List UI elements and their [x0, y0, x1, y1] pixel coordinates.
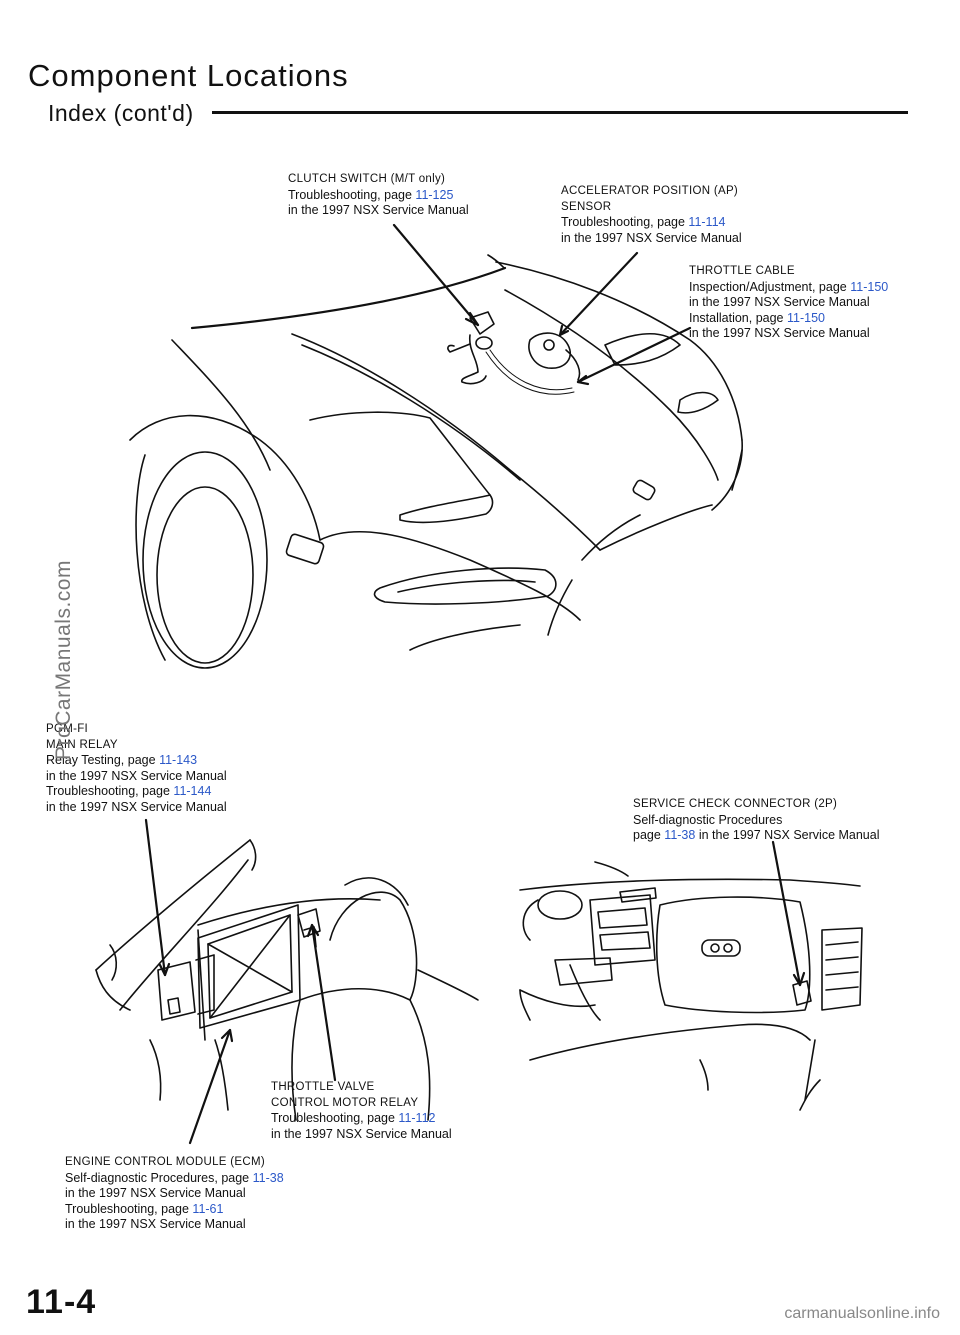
callout-text: Troubleshooting, page — [46, 784, 170, 798]
header-rule — [212, 111, 908, 114]
page-link-11-144[interactable]: 11-144 — [173, 784, 212, 798]
page-link-11-150[interactable]: 11-150 — [787, 310, 825, 325]
callout-text: in the 1997 NSX Service Manual — [689, 326, 870, 340]
callout-text: Relay Testing, page — [46, 753, 156, 767]
callout-text: Troubleshooting, page — [288, 187, 412, 202]
callout-text: Self-diagnostic Procedures, page — [65, 1170, 250, 1185]
watermark: ProCarManuals.com — [52, 560, 75, 760]
callout-pgm-fi-relay: PGM-FI MAIN RELAY Relay Testing, page 11… — [46, 722, 227, 815]
callout-clutch-switch: CLUTCH SWITCH (M/T only) Troubleshooting… — [288, 172, 469, 219]
page-link-11-125[interactable]: 11-125 — [415, 187, 454, 202]
page-link-11-143[interactable]: 11-143 — [159, 753, 198, 767]
callout-text: Troubleshooting, page — [561, 215, 685, 229]
callout-heading: THROTTLE VALVE — [271, 1081, 375, 1093]
callout-heading: CLUTCH SWITCH (M/T only) — [288, 173, 446, 185]
callout-text: in the 1997 NSX Service Manual — [271, 1126, 452, 1141]
page-link-11-38[interactable]: 11-38 — [664, 828, 696, 842]
page-title: Component Locations — [28, 58, 349, 93]
callout-heading: PGM-FI — [46, 723, 89, 735]
callout-text: in the 1997 NSX Service Manual — [561, 230, 742, 245]
callout-text: Self-diagnostic Procedures — [633, 812, 783, 827]
page-number: 11-4 — [26, 1283, 97, 1321]
callout-heading: THROTTLE CABLE — [689, 265, 795, 277]
callout-service-check-connector: SERVICE CHECK CONNECTOR (2P) Self-diagno… — [633, 797, 880, 844]
callout-text: in the 1997 NSX Service Manual — [46, 768, 227, 783]
page-link-11-150[interactable]: 11-150 — [850, 279, 889, 294]
callout-text: page — [633, 828, 661, 842]
callout-throttle-cable: THROTTLE CABLE Inspection/Adjustment, pa… — [689, 264, 888, 342]
callout-ecm: ENGINE CONTROL MODULE (ECM) Self-diagnos… — [65, 1155, 284, 1233]
callout-heading: SENSOR — [561, 200, 612, 213]
callout-throttle-valve-relay: THROTTLE VALVE CONTROL MOTOR RELAY Troub… — [271, 1080, 452, 1142]
callout-heading: SERVICE CHECK CONNECTOR (2P) — [633, 798, 838, 810]
car-front-drawing — [129, 223, 743, 669]
callout-heading: CONTROL MOTOR RELAY — [271, 1096, 419, 1109]
dashboard-right-drawing — [519, 840, 863, 1111]
callout-text: Installation, page — [689, 310, 784, 325]
interior-left-drawing — [95, 818, 479, 1145]
page-subtitle: Index (cont'd) — [48, 100, 194, 126]
callout-text: in the 1997 NSX Service Manual — [65, 1217, 246, 1231]
page-link-11-114[interactable]: 11-114 — [688, 215, 726, 229]
page-link-11-112[interactable]: 11-112 — [398, 1111, 436, 1125]
callout-text: in the 1997 NSX Service Manual — [288, 203, 469, 217]
callout-text: in the 1997 NSX Service Manual — [689, 295, 870, 309]
callout-text: Troubleshooting, page — [65, 1201, 189, 1216]
callout-text: Inspection/Adjustment, page — [689, 279, 847, 294]
page-link-11-61[interactable]: 11-61 — [192, 1201, 224, 1216]
callout-text: in the 1997 NSX Service Manual — [698, 828, 880, 842]
callout-text: in the 1997 NSX Service Manual — [65, 1186, 246, 1200]
callout-accelerator-sensor: ACCELERATOR POSITION (AP) SENSOR Trouble… — [561, 184, 742, 246]
callout-text: in the 1997 NSX Service Manual — [46, 799, 227, 814]
page-link-11-38[interactable]: 11-38 — [252, 1170, 284, 1185]
footer-site[interactable]: carmanualsonline.info — [784, 1305, 940, 1322]
callout-heading: MAIN RELAY — [46, 738, 118, 751]
callout-text: Troubleshooting, page — [271, 1111, 395, 1125]
callout-heading: ACCELERATOR POSITION (AP) — [561, 185, 739, 197]
callout-heading: ENGINE CONTROL MODULE (ECM) — [65, 1156, 265, 1168]
